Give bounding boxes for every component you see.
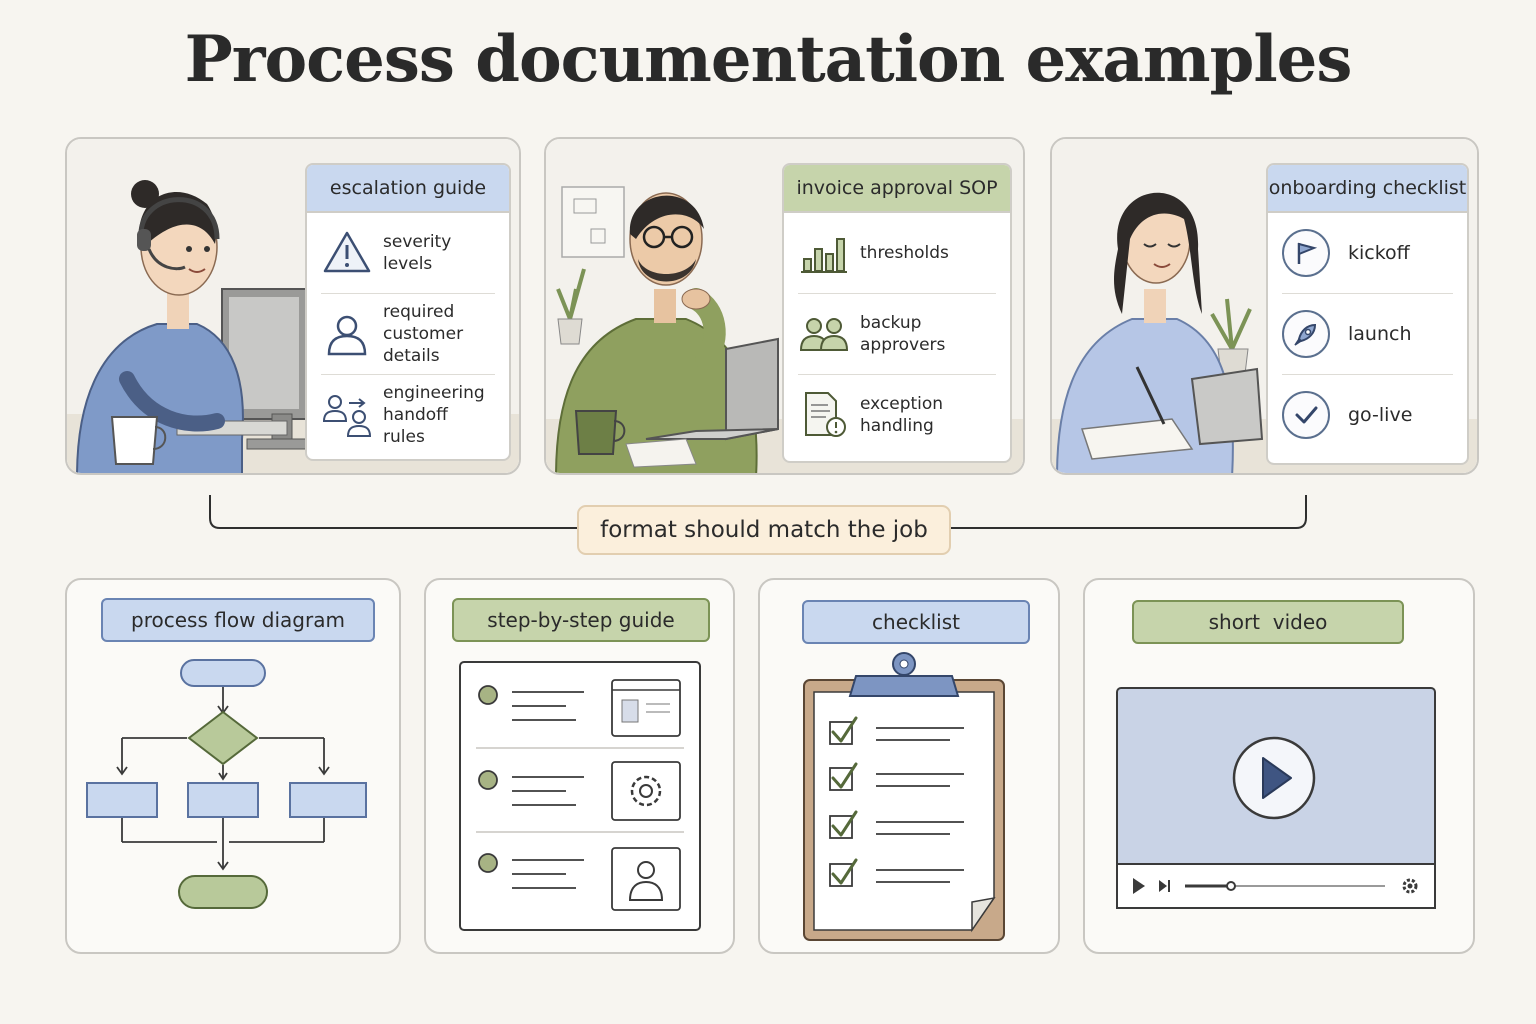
step-by-step-guide-label: step-by-step guide xyxy=(452,598,710,642)
label-line: customer details xyxy=(383,324,464,366)
check-circle-icon xyxy=(1282,391,1330,439)
list-item: kickoff xyxy=(1282,213,1453,294)
exception-handling-label: exception handling xyxy=(860,394,944,436)
warning-triangle-icon xyxy=(323,231,371,273)
page-title: Process documentation examples xyxy=(184,22,1353,97)
person-icon xyxy=(327,315,367,356)
bar-chart-icon xyxy=(801,238,847,273)
list-item: backup approvers xyxy=(798,294,996,375)
list-item: exception handling xyxy=(798,375,996,455)
short-video-label: short video xyxy=(1132,600,1404,644)
list-item: engineering handoff rules xyxy=(321,375,495,455)
two-people-icon xyxy=(799,318,849,351)
handoff-icon xyxy=(322,395,372,437)
flag-icon xyxy=(1282,229,1330,277)
list-item: required customer details xyxy=(321,294,495,375)
rocket-icon xyxy=(1282,310,1330,358)
go-live-label: go-live xyxy=(1348,404,1413,426)
format-match-callout: format should match the job xyxy=(577,505,951,555)
label-line: handoff rules xyxy=(383,405,448,447)
example-card-invoice: invoice approval SOP thresholds backup a… xyxy=(544,137,1025,475)
escalation-guide-panel: escalation guide severity levels require… xyxy=(305,163,511,461)
process-flow-diagram-label: process flow diagram xyxy=(101,598,375,642)
format-card-checklist: checklist xyxy=(758,578,1060,954)
video-player-illustration xyxy=(1116,687,1436,909)
invoice-approval-panel: invoice approval SOP thresholds backup a… xyxy=(782,163,1012,463)
list-item: go-live xyxy=(1282,375,1453,455)
list-item: severity levels xyxy=(321,213,495,294)
format-card-step-guide: step-by-step guide xyxy=(424,578,735,954)
label-line: required xyxy=(383,302,455,322)
flowchart-illustration xyxy=(86,659,367,909)
kickoff-label: kickoff xyxy=(1348,242,1410,264)
severity-levels-label: severity levels xyxy=(383,232,452,274)
onboarding-checklist-panel: onboarding checklist kickoff launch xyxy=(1266,163,1469,465)
checklist-label: checklist xyxy=(802,600,1030,644)
clipboard-illustration xyxy=(803,652,1005,941)
step-guide-illustration xyxy=(459,661,701,931)
invoice-approval-heading: invoice approval SOP xyxy=(784,165,1010,213)
example-card-escalation: escalation guide severity levels require… xyxy=(65,137,521,475)
list-item: launch xyxy=(1282,294,1453,375)
launch-label: launch xyxy=(1348,323,1412,345)
list-item: thresholds xyxy=(798,213,996,294)
onboarding-checklist-heading: onboarding checklist xyxy=(1268,165,1467,213)
thresholds-label: thresholds xyxy=(860,243,949,263)
document-alert-icon xyxy=(805,392,846,437)
format-card-video: short video xyxy=(1083,578,1475,954)
backup-approvers-label: backup approvers xyxy=(860,313,946,355)
example-card-onboarding: onboarding checklist kickoff launch xyxy=(1050,137,1479,475)
format-card-process-flow: process flow diagram xyxy=(65,578,401,954)
label-line: engineering xyxy=(383,383,485,403)
engineering-handoff-rules-label: engineering handoff rules xyxy=(383,382,495,448)
escalation-guide-heading: escalation guide xyxy=(307,165,509,213)
required-customer-details-label: required customer details xyxy=(383,301,495,367)
